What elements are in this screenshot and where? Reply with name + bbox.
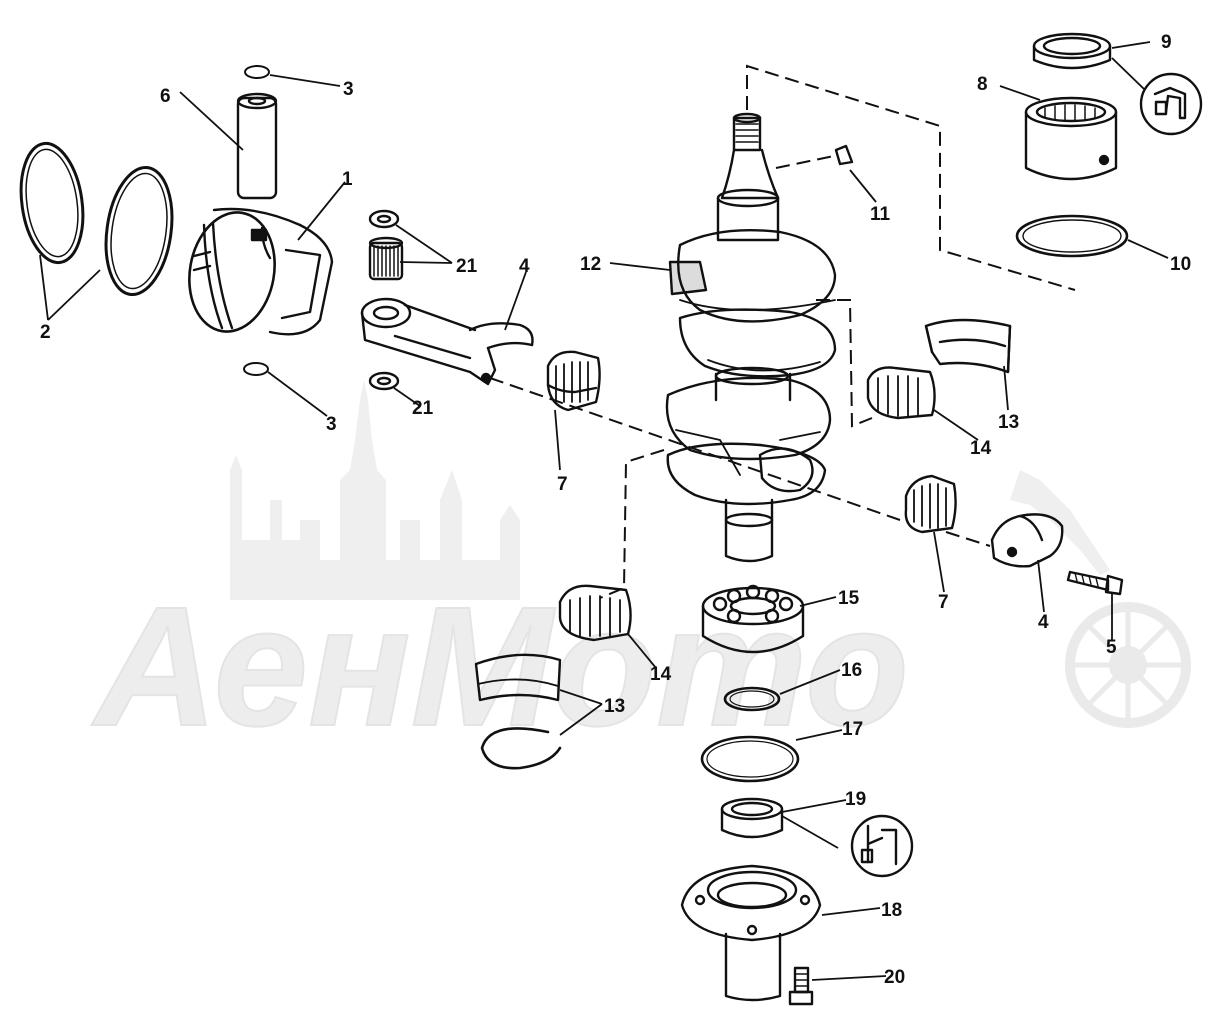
callout-3-bottom: 3: [326, 414, 337, 435]
callout-18: 18: [881, 900, 902, 921]
o-ring-lower: [700, 735, 800, 783]
callout-4-rod: 4: [519, 256, 530, 277]
callout-8: 8: [977, 74, 988, 95]
watermark: АенМото: [90, 380, 1191, 763]
callout-12: 12: [580, 254, 601, 275]
crankshaft: [665, 112, 837, 563]
callout-11: 11: [870, 204, 891, 225]
upper-main-bearing: [1024, 96, 1118, 181]
assembly-lines: [489, 64, 1076, 599]
callout-2: 2: [40, 322, 51, 343]
needle-cage-lower-left: [558, 584, 632, 642]
pin-clip-bottom: [243, 362, 269, 376]
piston-rings: [19, 141, 174, 297]
callout-10: 10: [1170, 254, 1191, 275]
callout-20: 20: [884, 967, 905, 988]
callout-1: 1: [342, 169, 353, 190]
callout-5: 5: [1106, 637, 1117, 658]
needle-cage-right: [866, 366, 936, 420]
callout-7-right: 7: [938, 592, 949, 613]
callout-16: 16: [841, 660, 862, 681]
lower-seal: [720, 797, 784, 839]
callout-21-bottom: 21: [412, 398, 434, 419]
watermark-text: АенМото: [91, 572, 909, 762]
rod-bolt: [1066, 570, 1124, 596]
bearing-retainer-right: [924, 318, 1012, 374]
o-ring-upper: [1015, 214, 1129, 258]
bearing-retainer-lower: [474, 653, 562, 702]
callout-15: 15: [838, 588, 860, 609]
wrist-pin: [236, 92, 278, 200]
bearing-housing: [680, 864, 822, 1002]
callout-3-top: 3: [343, 79, 354, 100]
needle-cage-lower-right: [904, 474, 957, 534]
callout-13-left: 13: [604, 696, 625, 717]
watermark-skyline: [230, 380, 1110, 600]
snap-ring-lower: [480, 727, 562, 770]
pin-clip-top: [244, 65, 270, 79]
connecting-rod: [360, 297, 534, 386]
callout-9: 9: [1161, 32, 1172, 53]
watermark-wheel: [1065, 602, 1191, 728]
leader-lines: [39, 41, 1169, 981]
upper-seal: [1032, 32, 1112, 70]
sealant-icon-lower: [850, 814, 914, 878]
housing-screw: [788, 966, 814, 1006]
callout-14-right: 14: [970, 438, 992, 459]
callout-13-right: 13: [998, 412, 1019, 433]
needle-bearing-and-washers: [368, 209, 404, 391]
callout-14-left: 14: [650, 664, 672, 685]
callout-4-cap: 4: [1038, 612, 1049, 633]
sealant-icon-upper: [1139, 72, 1203, 136]
woodruff-key: [834, 144, 854, 166]
retaining-ring: [723, 686, 781, 712]
callout-6: 6: [160, 86, 171, 107]
piston: [188, 207, 334, 336]
callouts: 3 6 1 2 3 21 4 21 7 12 11 8 9 10 13 14 7…: [40, 32, 1191, 988]
callout-19: 19: [845, 789, 866, 810]
callout-17: 17: [842, 719, 863, 740]
callout-21-top: 21: [456, 256, 478, 277]
rod-cap: [990, 513, 1064, 568]
callout-7-left: 7: [557, 474, 568, 495]
